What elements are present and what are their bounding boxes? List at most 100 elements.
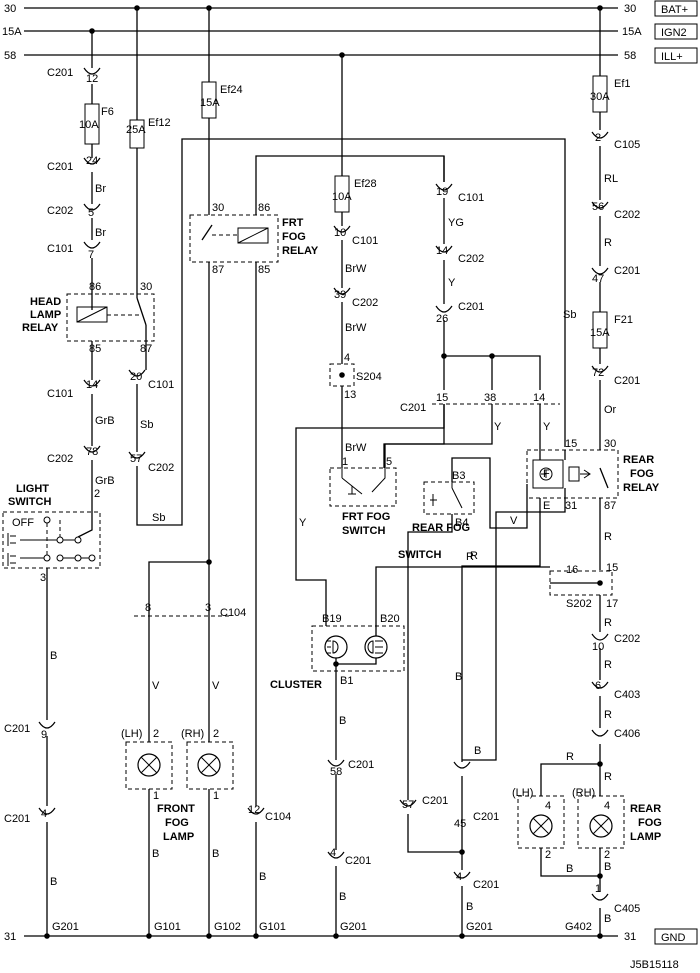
fuse-amp: 10A xyxy=(79,119,99,131)
pin-label: 1 xyxy=(342,456,348,468)
connector-pin-icon xyxy=(453,761,471,769)
connector-label: C201 xyxy=(400,402,426,414)
junction-dot xyxy=(597,873,603,879)
side-label: (RH) xyxy=(181,728,204,740)
connector-pin-icon xyxy=(83,157,101,165)
wire-color: Br xyxy=(95,183,106,195)
wire-color: B xyxy=(566,863,573,875)
pin-label: 2 xyxy=(545,849,551,861)
wire-color: B xyxy=(50,876,57,888)
gnd-tag-box xyxy=(654,928,698,945)
fuse-amp: 15A xyxy=(200,97,220,109)
head-lamp-relay-box xyxy=(66,293,155,342)
junction-dot xyxy=(206,5,212,11)
wire-color: Sb xyxy=(563,309,576,321)
wire-color: V xyxy=(510,515,518,527)
pin-label: 3 xyxy=(40,572,46,584)
wire-color: BrW xyxy=(345,442,367,454)
side-label: (RH) xyxy=(572,787,595,799)
rear-fog-switch-title: REAR FOG xyxy=(412,522,470,534)
splice-label: S202 xyxy=(566,598,592,610)
pin-label: 57 xyxy=(130,453,142,465)
rear-fog-relay-title: RELAY xyxy=(623,482,660,494)
connector-pin-icon xyxy=(83,67,101,75)
pin-label: 4 xyxy=(41,808,47,820)
pin-label: 3 xyxy=(205,602,211,614)
connector-pin-icon xyxy=(128,451,146,459)
connector-pin-icon xyxy=(38,807,56,815)
connector-pin-icon xyxy=(327,851,345,859)
rail-15a-left: 15A xyxy=(2,26,22,38)
fuse-amp: 30A xyxy=(590,91,610,103)
head-lamp-relay-title: LAMP xyxy=(30,309,61,321)
frt-fog-relay-title: RELAY xyxy=(282,245,319,257)
connector-label: C201 xyxy=(614,265,640,277)
wire-color: B xyxy=(604,861,611,873)
rear-fog-lamp-title: LAMP xyxy=(630,831,661,843)
front-fog-lamps: (LH) 2 1 B G101 (RH) 2 1 B G102 FRONT FO… xyxy=(121,728,241,939)
relay-coil-icon xyxy=(568,466,580,482)
pin-label: B1 xyxy=(340,675,353,687)
pin-label: 9 xyxy=(41,729,47,741)
junction-dot xyxy=(339,372,345,378)
pin-label: 47 xyxy=(592,273,604,285)
pin-label: 4 xyxy=(344,352,350,364)
pin-label: 15 xyxy=(606,562,618,574)
ill-plus-tag-box xyxy=(654,47,698,64)
rear-fog-switch-box xyxy=(423,481,475,515)
ground-label: G201 xyxy=(466,921,493,933)
wire-color: Y xyxy=(494,421,502,433)
rail-31-right: 31 xyxy=(624,931,636,943)
ground-label: G101 xyxy=(154,921,181,933)
frt-fog-switch-title: SWITCH xyxy=(342,525,385,537)
pin-label: 30 xyxy=(212,202,224,214)
diagram-id: J5B15118 xyxy=(630,959,679,971)
frt-fog-relay-box xyxy=(189,214,279,263)
rail-30-left: 30 xyxy=(4,3,16,15)
wire-color: B xyxy=(474,745,481,757)
front-fog-lamp-title: LAMP xyxy=(163,831,194,843)
connector-label: C202 xyxy=(148,462,174,474)
connector-label: C104 xyxy=(220,607,246,619)
c201-distribution: 19 C101 YG 14 C202 Y 26 C201 C201 15 38 … xyxy=(383,156,560,468)
fuse-label: F21 xyxy=(614,314,633,326)
cluster-box xyxy=(311,625,405,672)
pin-label: 15 xyxy=(436,392,448,404)
pin-label: 14 xyxy=(86,379,98,391)
connector-pin-icon xyxy=(591,131,609,139)
pin-label: 4 xyxy=(330,847,336,859)
pin-label: 2 xyxy=(595,132,601,144)
bat-plus-tag-box xyxy=(654,0,698,17)
pin-label: 2 xyxy=(153,728,159,740)
pin-label: 2 xyxy=(604,849,610,861)
wire-color: B xyxy=(212,848,219,860)
pin-label: 5 xyxy=(88,207,94,219)
pin-label: E xyxy=(543,500,550,512)
wire-color: Br xyxy=(95,227,106,239)
ign2-tag: IGN2 xyxy=(661,27,687,39)
wire-color: R xyxy=(566,751,574,763)
pin-label: 87 xyxy=(604,500,616,512)
connector-label: C101 xyxy=(47,388,73,400)
wire-color: Sb xyxy=(140,419,153,431)
cluster-title: CLUSTER xyxy=(270,679,322,691)
wire-color: R xyxy=(604,709,612,721)
connector-pin-icon xyxy=(128,369,146,377)
pin-label: 14 xyxy=(436,245,448,257)
rail-58-left: 58 xyxy=(4,50,16,62)
rear-fog-relay-circuit: Ef1 30A 2 C105 RL 56 C202 R 47 C201 F21 … xyxy=(375,8,660,796)
wire-color: B xyxy=(50,650,57,662)
connector-label: C101 xyxy=(148,379,174,391)
rear-fog-switch-title: SWITCH xyxy=(398,549,441,561)
rear-fog-relay-title: FOG xyxy=(630,468,654,480)
ground-label: G201 xyxy=(340,921,367,933)
pin-label: 4 xyxy=(456,871,462,883)
splice-label: S204 xyxy=(356,371,382,383)
gnd-tag: GND xyxy=(661,932,686,944)
wire-color: R xyxy=(470,550,478,562)
rail-30-right: 30 xyxy=(624,3,636,15)
side-label: (LH) xyxy=(512,787,533,799)
pin-label: 17 xyxy=(606,598,618,610)
rail-15a-right: 15A xyxy=(622,26,642,38)
